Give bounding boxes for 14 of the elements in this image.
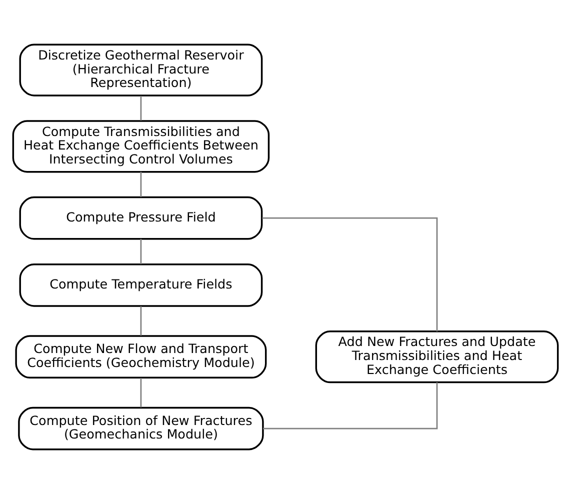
node-box: Discretize Geothermal Reservoir (Hierarchical Fracture Representation) — [19, 43, 263, 96]
node-box: Compute Pressure Field — [19, 196, 263, 240]
node-box: Compute Transmissibilities and Heat Exchange Coefficients Between Intersecting Control Volumes — [12, 120, 270, 172]
node-box: Compute Temperature Fields — [19, 262, 263, 306]
node-box: Add New Fractures and Update Transmissibilities and Heat Exchange Coefficients — [315, 330, 559, 383]
connector — [263, 382, 438, 429]
connector — [140, 306, 142, 336]
connector — [262, 216, 438, 331]
connector — [140, 95, 142, 120]
node-box: Compute New Flow and Transport Coefficients (Geochemistry Module) — [15, 334, 267, 378]
connector — [140, 378, 142, 407]
node-box: Compute Position of New Fractures (Geomechanics Module) — [18, 406, 264, 450]
connector — [140, 238, 142, 264]
connector — [140, 171, 142, 196]
